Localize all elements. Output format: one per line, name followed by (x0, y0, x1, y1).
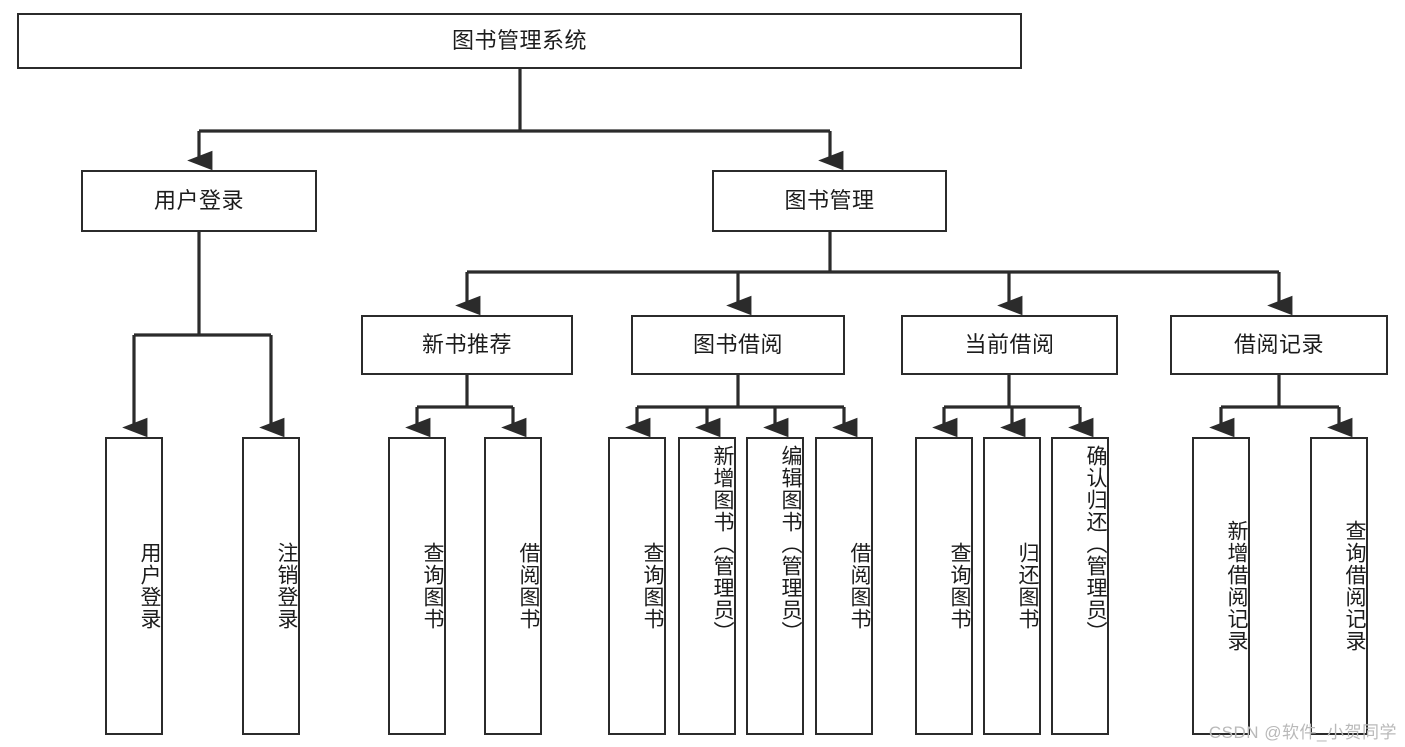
node-leaf-query-book-borrow[interactable]: 查询图书 (608, 437, 666, 735)
node-label: 图书管理系统 (451, 27, 587, 53)
node-user-login[interactable]: 用户登录 (81, 170, 317, 232)
node-current-borrow[interactable]: 当前借阅 (901, 315, 1118, 375)
node-leaf-add-borrow-record[interactable]: 新增借阅记录 (1192, 437, 1250, 735)
node-book-management[interactable]: 图书管理 (712, 170, 947, 232)
node-label: 图书管理 (784, 187, 875, 213)
node-label: 新增借阅记录 (1225, 520, 1248, 652)
node-borrow-record[interactable]: 借阅记录 (1170, 315, 1388, 375)
node-label: 编辑图书（管理员） (779, 445, 802, 643)
node-leaf-edit-book-admin[interactable]: 编辑图书（管理员） (746, 437, 804, 735)
node-book-borrow[interactable]: 图书借阅 (631, 315, 845, 375)
node-leaf-borrow-book[interactable]: 借阅图书 (815, 437, 873, 735)
watermark-text: CSDN @软件_小贺同学 (1208, 723, 1397, 742)
node-label: 借阅图书 (848, 542, 871, 630)
node-leaf-query-book-current[interactable]: 查询图书 (915, 437, 973, 735)
node-label: 归还图书 (1016, 542, 1039, 630)
node-label: 用户登录 (138, 542, 161, 630)
node-leaf-query-book-recommend[interactable]: 查询图书 (388, 437, 446, 735)
node-label: 新增图书（管理员） (711, 445, 734, 643)
node-label: 查询借阅记录 (1343, 520, 1366, 652)
node-label: 借阅记录 (1233, 331, 1324, 357)
node-label: 查询图书 (948, 542, 971, 630)
node-leaf-query-borrow-record[interactable]: 查询借阅记录 (1310, 437, 1368, 735)
node-label: 查询图书 (421, 542, 444, 630)
node-leaf-add-book-admin[interactable]: 新增图书（管理员） (678, 437, 736, 735)
node-leaf-borrow-book-recommend[interactable]: 借阅图书 (484, 437, 542, 735)
node-new-book-recommend[interactable]: 新书推荐 (361, 315, 573, 375)
node-leaf-return-book[interactable]: 归还图书 (983, 437, 1041, 735)
node-leaf-user-login[interactable]: 用户登录 (105, 437, 163, 735)
node-leaf-logout-login[interactable]: 注销登录 (242, 437, 300, 735)
node-label: 注销登录 (275, 542, 298, 630)
node-label: 借阅图书 (517, 542, 540, 630)
node-label: 当前借阅 (964, 331, 1055, 357)
node-label: 确认归还（管理员） (1084, 445, 1107, 643)
node-label: 查询图书 (641, 542, 664, 630)
node-label: 用户登录 (153, 187, 244, 213)
node-label: 新书推荐 (421, 331, 512, 357)
node-label: 图书借阅 (692, 331, 783, 357)
node-root-book-management-system[interactable]: 图书管理系统 (17, 13, 1022, 69)
node-leaf-confirm-return-admin[interactable]: 确认归还（管理员） (1051, 437, 1109, 735)
